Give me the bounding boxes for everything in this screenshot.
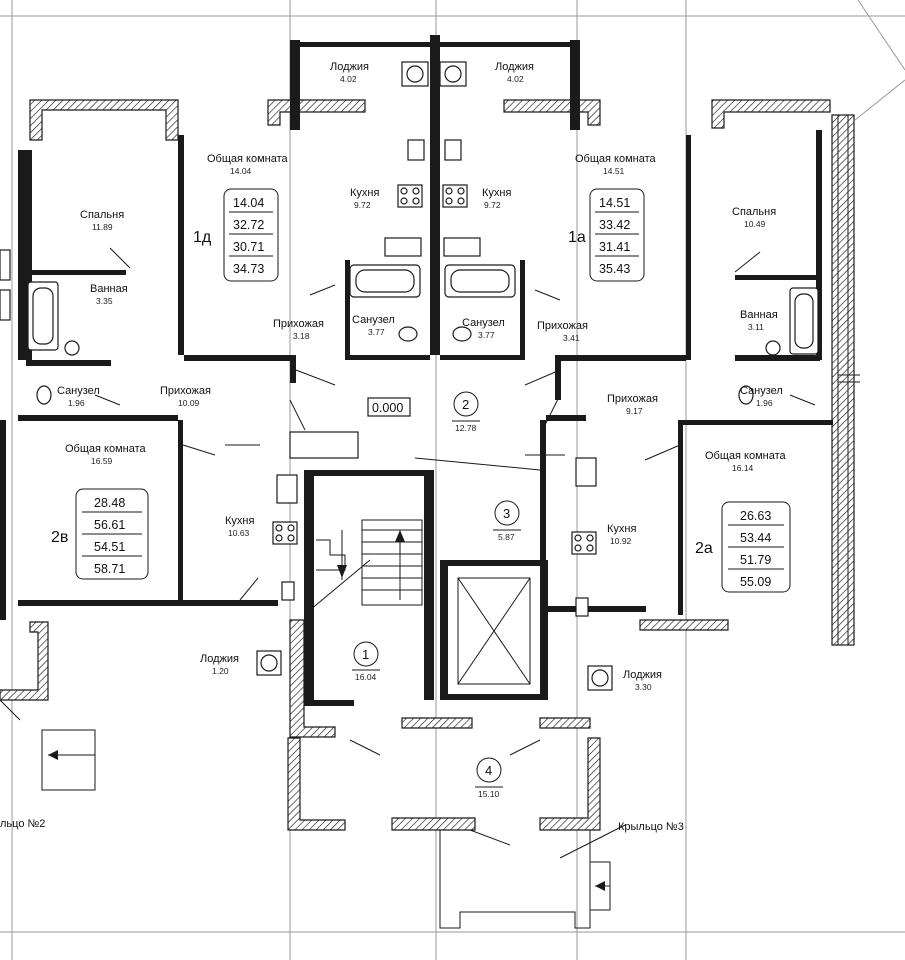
apartment-1a-value-3: 31.41	[599, 240, 630, 254]
wc-left-area: 1.96	[68, 398, 85, 408]
apartment-1d-value-1: 14.04	[233, 196, 264, 210]
apartment-2v-value-4: 58.71	[94, 562, 125, 576]
level-mark-value: 0.000	[372, 401, 403, 415]
kitchen-2a-area: 10.92	[610, 536, 632, 546]
apartment-2a-value-4: 55.09	[740, 575, 771, 589]
common-space-3: 3 5.87	[493, 500, 521, 542]
bath-left-area: 3.35	[96, 296, 113, 306]
facade-right	[837, 115, 860, 645]
living-2a-area: 16.14	[732, 463, 754, 473]
apartment-1a-value-4: 35.43	[599, 262, 630, 276]
porch-3-label: Крыльцо №3	[618, 821, 684, 833]
wc-right-name: Санузел	[740, 385, 783, 397]
loggia-top-left-name: Лоджия	[330, 61, 369, 73]
wc-1a-area: 3.77	[478, 330, 495, 340]
apartment-1d: 1д 14.04 32.72 30.71 34.73	[193, 188, 279, 282]
apartment-2v-value-1: 28.48	[94, 496, 125, 510]
apartment-1a-value-1: 14.51	[599, 196, 630, 210]
door-swings	[94, 247, 816, 846]
common-space-3-num: 3	[503, 506, 510, 521]
apartment-1d-value-2: 32.72	[233, 218, 264, 232]
kitchen-1a-area: 9.72	[484, 200, 501, 210]
common-space-2: 2 12.78	[452, 391, 480, 433]
loggia-bottom-right-area: 3.30	[635, 682, 652, 692]
kitchen-2v-area: 10.63	[228, 528, 250, 538]
kitchen-2v-name: Кухня	[225, 515, 254, 527]
kitchen-1d-area: 9.72	[354, 200, 371, 210]
kitchen-2a-name: Кухня	[607, 523, 636, 535]
bedroom-right-name: Спальня	[732, 206, 776, 218]
exterior-walls	[0, 99, 855, 831]
living-1d-area: 14.04	[230, 166, 252, 176]
hall-2v-name: Прихожая	[160, 385, 211, 397]
apartment-2v-value-2: 56.61	[94, 518, 125, 532]
apartment-2v-id: 2в	[51, 529, 68, 546]
common-space-1: 1 16.04	[352, 641, 380, 682]
apartment-1a: 1а 14.51 33.42 31.41 35.43	[568, 188, 645, 282]
apartment-2a-id: 2а	[695, 540, 713, 557]
room-labels: Лоджия 4.02 Лоджия 4.02 Общая комната 14…	[57, 61, 787, 692]
hall-2a-area: 9.17	[626, 406, 643, 416]
left-edge-fragments	[0, 249, 11, 620]
apartment-2a-value-1: 26.63	[740, 509, 771, 523]
wc-right-area: 1.96	[756, 398, 773, 408]
apartment-2a: 2а 26.63 53.44 51.79 55.09	[695, 501, 791, 593]
living-2a-name: Общая комната	[705, 450, 787, 462]
apartment-2v-value-3: 54.51	[94, 540, 125, 554]
common-space-1-area: 16.04	[355, 672, 377, 682]
wc-left-name: Санузел	[57, 385, 100, 397]
bedroom-left-area: 11.89	[92, 222, 113, 232]
elevator	[440, 560, 548, 700]
loggia-bottom-left-name: Лоджия	[200, 653, 239, 665]
living-1d-name: Общая комната	[207, 153, 289, 165]
wc-1d-name: Санузел	[352, 314, 395, 326]
bath-right-area: 3.11	[748, 322, 764, 332]
apartment-1d-value-4: 34.73	[233, 262, 264, 276]
bath-left-name: Ванная	[90, 283, 128, 295]
living-2v-area: 16.59	[91, 456, 113, 466]
loggia-top-left-area: 4.02	[340, 74, 357, 84]
kitchen-1d-name: Кухня	[350, 187, 379, 199]
bedroom-right-area: 10.49	[744, 219, 766, 229]
bedroom-left-name: Спальня	[80, 209, 124, 221]
hall-1a-area: 3.41	[563, 333, 580, 343]
wc-1d-area: 3.77	[368, 327, 385, 337]
living-1a-name: Общая комната	[575, 153, 657, 165]
common-space-4-area: 15.10	[478, 789, 500, 799]
apartment-1d-id: 1д	[193, 229, 212, 246]
kitchen-1a-name: Кухня	[482, 187, 511, 199]
apartment-2a-value-2: 53.44	[740, 531, 771, 545]
porch-2-label: льцо №2	[0, 818, 45, 830]
living-2v-name: Общая комната	[65, 443, 147, 455]
apartment-2a-value-3: 51.79	[740, 553, 771, 567]
porch-lines	[0, 699, 626, 929]
fixtures	[27, 61, 819, 691]
living-1a-area: 14.51	[603, 166, 625, 176]
wc-1a-name: Санузел	[462, 317, 505, 329]
common-space-3-area: 5.87	[498, 532, 515, 542]
hall-2a-name: Прихожая	[607, 393, 658, 405]
level-mark: 0.000	[367, 397, 411, 417]
loggia-bottom-right-name: Лоджия	[623, 669, 662, 681]
hall-1d-area: 3.18	[293, 331, 310, 341]
apartment-1d-value-3: 30.71	[233, 240, 264, 254]
common-space-2-area: 12.78	[455, 423, 477, 433]
common-space-4-num: 4	[485, 763, 492, 778]
stair	[309, 519, 423, 611]
hall-1a-name: Прихожая	[537, 320, 588, 332]
hall-1d-name: Прихожая	[273, 318, 324, 330]
common-space-1-num: 1	[362, 647, 369, 662]
apartment-1a-value-2: 33.42	[599, 218, 630, 232]
apartment-1a-id: 1а	[568, 229, 586, 246]
loggia-top-right-name: Лоджия	[495, 61, 534, 73]
apartment-2v: 2в 28.48 56.61 54.51 58.71	[51, 488, 149, 580]
hall-2v-area: 10.09	[178, 398, 200, 408]
loggia-top-right-area: 4.02	[507, 74, 524, 84]
loggia-bottom-left-area: 1.20	[212, 666, 229, 676]
interior-walls	[18, 35, 833, 706]
common-space-4: 4 15.10	[475, 757, 503, 799]
bath-right-name: Ванная	[740, 309, 778, 321]
common-space-2-num: 2	[462, 397, 469, 412]
